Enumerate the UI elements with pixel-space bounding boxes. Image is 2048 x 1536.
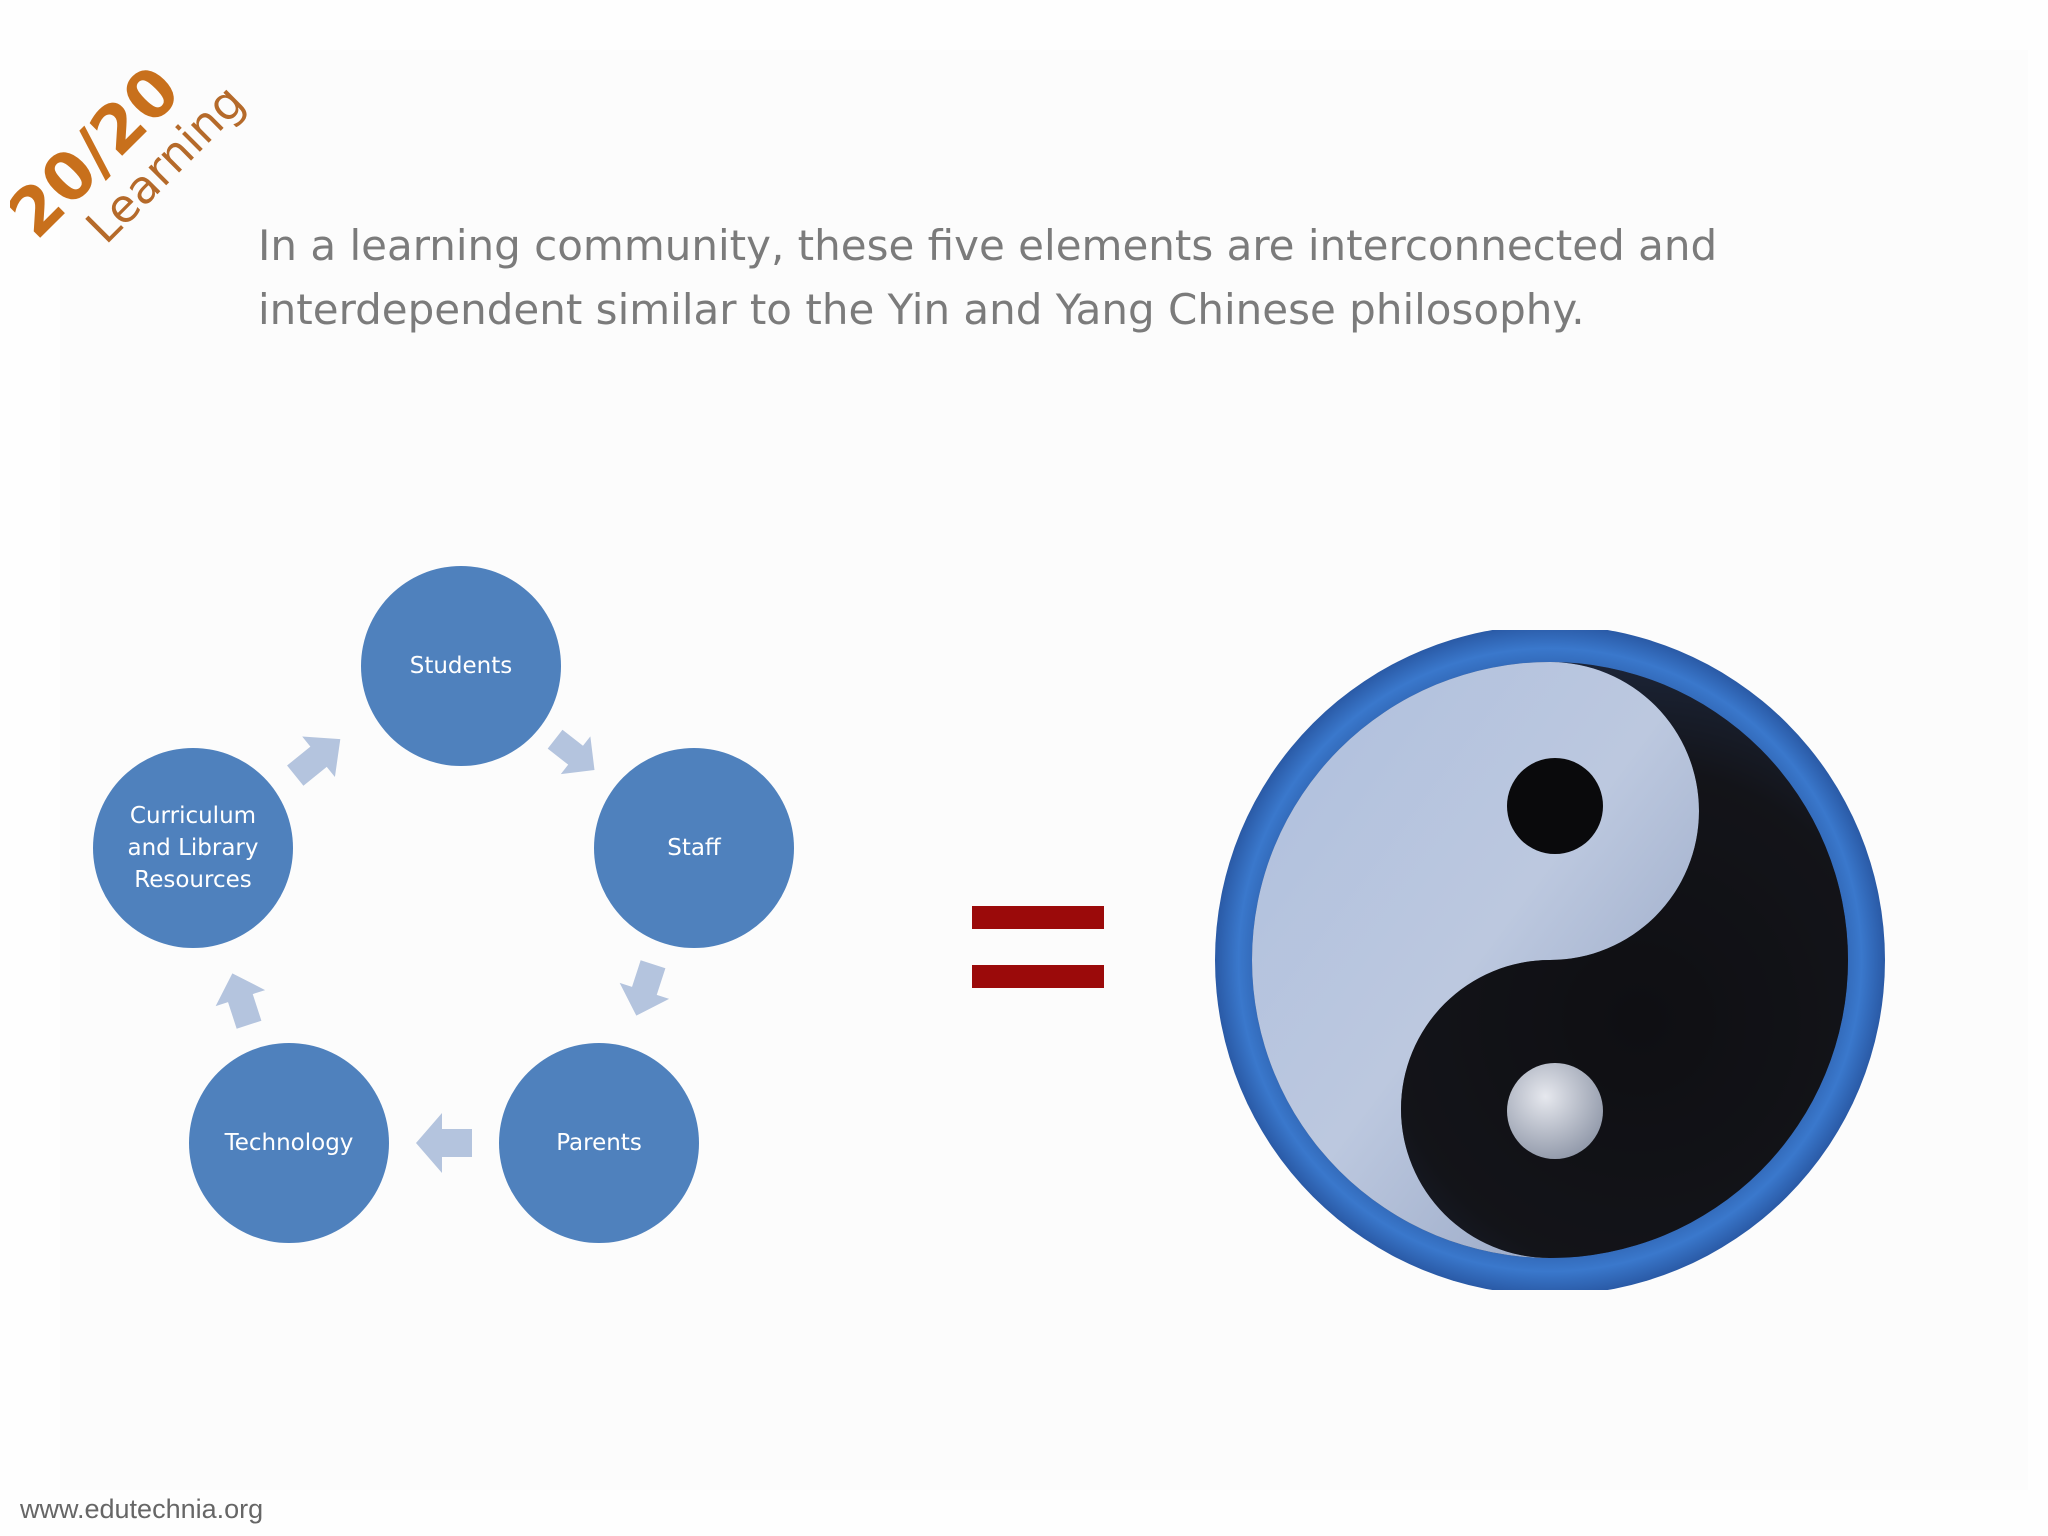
equals-sign: [972, 906, 1104, 988]
footer-url: www.edutechnia.org: [20, 1494, 264, 1524]
yin-yang-dark-dot: [1507, 758, 1603, 854]
node-staff: Staff: [594, 748, 794, 948]
node-label: Parents: [556, 1130, 642, 1156]
equals-bar-top: [972, 906, 1104, 929]
cycle-arrow: [287, 736, 341, 786]
node-curriculum-and-library-resources: Curriculum and Library Resources: [93, 748, 293, 948]
cycle-arrow: [215, 973, 266, 1029]
node-parents: Parents: [499, 1043, 699, 1243]
yin-yang-icon: [1210, 625, 1890, 1295]
headline: In a learning community, these five elem…: [258, 214, 1818, 342]
logo: 20/20 Learning: [0, 40, 255, 280]
node-label: Staff: [667, 835, 721, 861]
cycle-arrow: [547, 729, 595, 775]
yin-yang-light-dot: [1507, 1063, 1603, 1159]
node-label: Students: [409, 653, 513, 679]
node-label: and Library: [127, 835, 259, 861]
headline-line-1: In a learning community, these five elem…: [258, 221, 1718, 270]
logo-graphic: 20/20 Learning: [0, 51, 255, 253]
cycle-arrow: [619, 960, 670, 1016]
node-label: Curriculum: [129, 803, 257, 829]
headline-line-2: interdependent similar to the Yin and Ya…: [258, 285, 1585, 334]
equals-bar-bottom: [972, 965, 1104, 988]
cycle-arrow: [416, 1113, 472, 1173]
node-students: Students: [361, 566, 561, 766]
node-label: Technology: [224, 1130, 354, 1156]
node-label: Resources: [134, 867, 252, 893]
node-technology: Technology: [189, 1043, 389, 1243]
